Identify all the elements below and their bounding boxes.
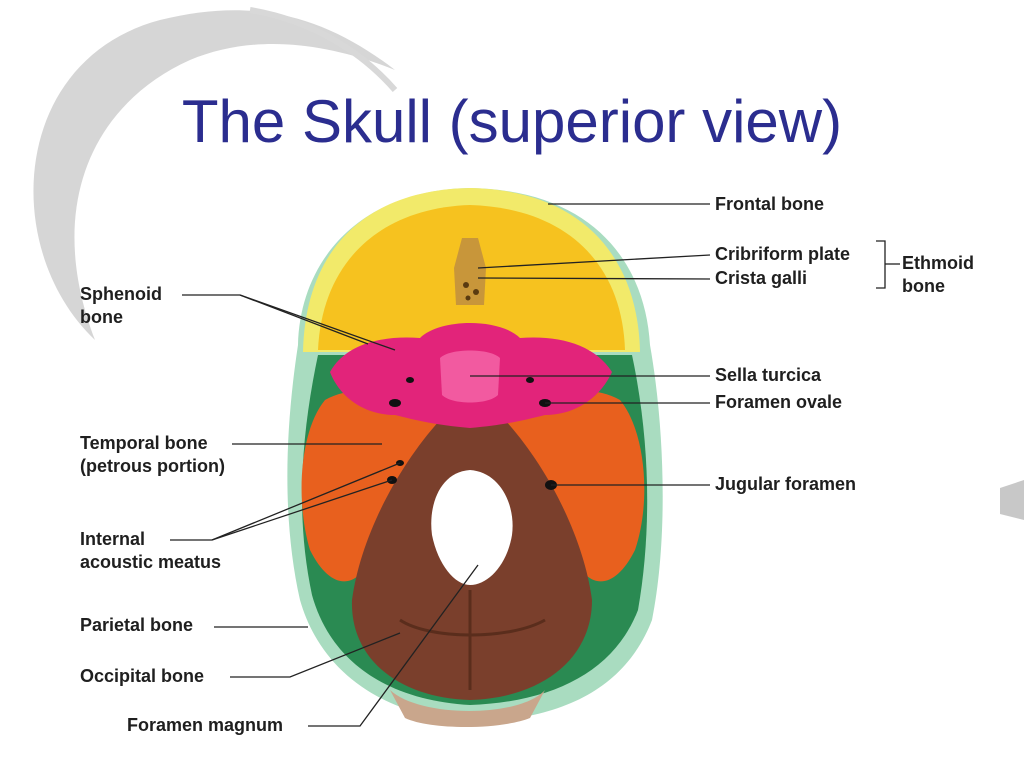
label-frontal-bone: Frontal bone [715,194,824,214]
label-sella-turcica: Sella turcica [715,365,822,385]
label-temporal-bone-line1: Temporal bone [80,433,208,453]
label-jugular-foramen: Jugular foramen [715,474,857,494]
label-internal-acoustic-line2: acoustic meatus [80,552,222,572]
page-title: The Skull (superior view) [181,88,843,155]
label-temporal-bone-line2: (petrous portion) [80,456,225,476]
label-parietal-bone: Parietal bone [80,615,194,635]
label-crista-galli: Crista galli [715,268,808,288]
label-cribriform-plate: Cribriform plate [715,244,851,264]
foramen-magnum [431,470,513,585]
temporal-bone-left [301,390,440,582]
temporal-bone-right [505,390,645,582]
label-sphenoid-bone-line1: Sphenoid [80,284,162,304]
label-ethmoid-bone-line1: Ethmoid [902,253,974,273]
foramen-ovale-left [389,399,401,407]
leader-lines [170,203,900,727]
label-internal-acoustic-line1: Internal [80,529,146,549]
label-foramen-ovale: Foramen ovale [715,392,843,412]
label-sphenoid-bone-line2: bone [80,307,123,327]
cribriform-plate [454,238,486,305]
label-ethmoid-bone-line2: bone [902,276,945,296]
label-foramen-magnum: Foramen magnum [127,715,284,735]
label-occipital-bone: Occipital bone [80,666,205,686]
